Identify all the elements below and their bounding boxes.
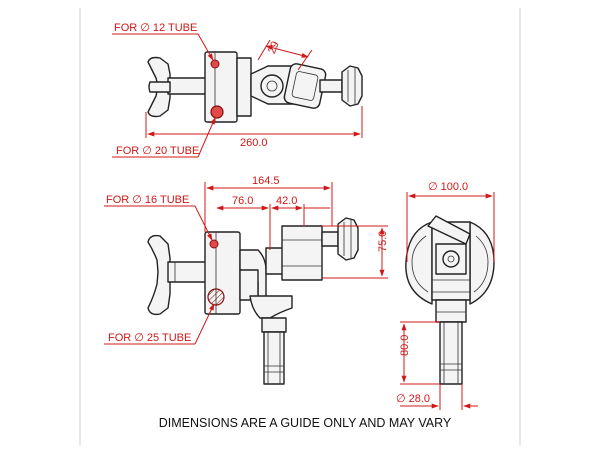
dim-side-diameter <box>406 192 495 262</box>
dim-angled <box>257 39 313 71</box>
top-swivel-arm <box>250 63 343 109</box>
top-clamp-body <box>204 51 252 123</box>
footer-note: DIMENSIONS ARE A GUIDE ONLY AND MAY VARY <box>159 416 452 430</box>
front-neck <box>239 249 293 319</box>
dim-side-diameter-text: ∅ 100.0 <box>428 181 468 193</box>
dim-spigot-diameter <box>400 384 478 410</box>
side-spigot <box>435 299 467 385</box>
dim-top-width <box>145 106 363 138</box>
front-spigot <box>261 317 287 385</box>
dim-front-offsets <box>216 204 330 250</box>
front-view: FOR ∅ 16 TUBE FOR ∅ 25 TUBE 164.5 76.0 4… <box>104 175 389 385</box>
label-tube-small: FOR ∅ 12 TUBE <box>114 22 197 34</box>
dim-offset-a-text: 76.0 <box>232 195 253 207</box>
label-tube-lower: FOR ∅ 25 TUBE <box>108 332 191 344</box>
dim-spigot-length-text: 80.0 <box>399 335 411 356</box>
dim-top-width-text: 260.0 <box>240 137 268 149</box>
front-leaders <box>104 205 215 345</box>
drawing-frame <box>79 8 521 445</box>
side-head <box>427 215 471 301</box>
label-tube-upper: FOR ∅ 16 TUBE <box>106 194 189 206</box>
dim-spigot-length <box>400 321 440 385</box>
upper-tube-hole <box>209 239 219 249</box>
lower-tube-hole <box>207 288 225 306</box>
dim-front-width-text: 164.5 <box>252 175 280 187</box>
small-tube-hole <box>210 59 220 69</box>
top-view: FOR ∅ 12 TUBE FOR ∅ 20 TUBE 29 260.0 <box>112 22 363 158</box>
dim-front-height <box>322 225 388 279</box>
front-head <box>265 225 339 281</box>
top-knob <box>341 65 363 107</box>
dim-front-width <box>204 182 333 232</box>
side-view: ∅ 100.0 80.0 ∅ 28.0 <box>396 181 495 410</box>
top-t-handle <box>147 56 209 118</box>
front-t-handle <box>147 234 209 316</box>
dim-spigot-diameter-text: ∅ 28.0 <box>396 393 430 405</box>
top-leaders <box>112 33 216 158</box>
dim-front-height-text: 75.0 <box>377 231 389 252</box>
dim-angled-text: 29 <box>266 40 282 56</box>
front-clamp-body <box>204 231 241 315</box>
side-disc <box>405 221 433 305</box>
dim-offset-b-text: 42.0 <box>276 195 297 207</box>
front-knob <box>337 217 359 261</box>
label-tube-large: FOR ∅ 20 TUBE <box>116 145 199 157</box>
